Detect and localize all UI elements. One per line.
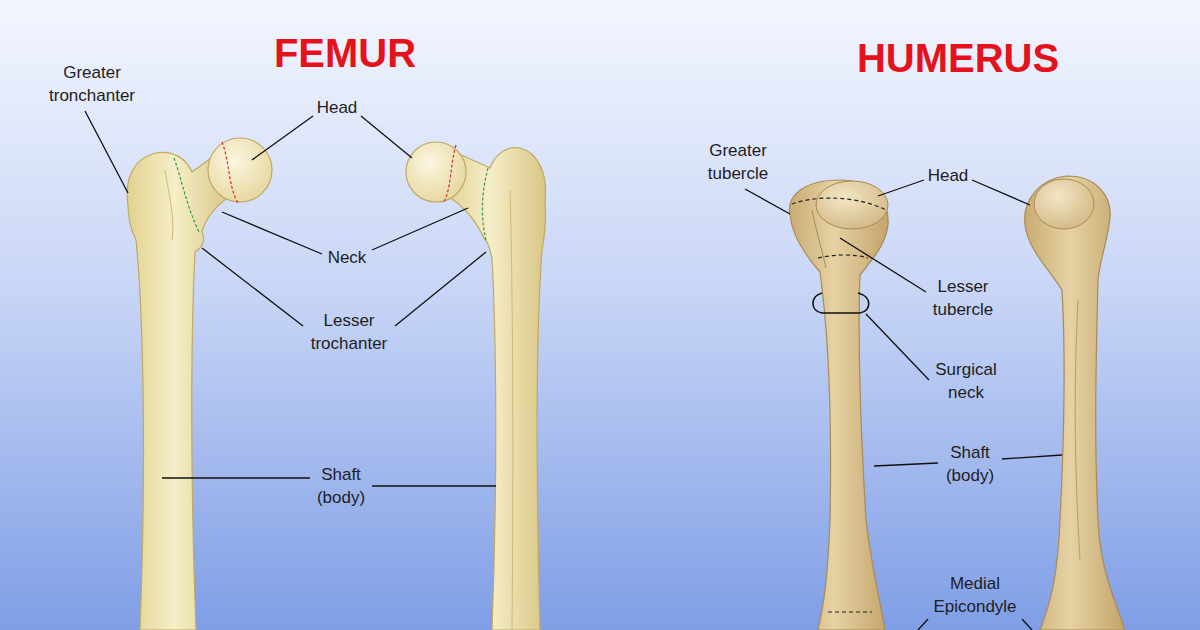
femur-posterior	[406, 142, 546, 630]
part-label: Head	[307, 96, 367, 119]
humerus-anterior	[789, 180, 888, 630]
leader-lines	[85, 111, 1062, 630]
femur-anterior	[127, 138, 272, 630]
part-label: Head	[918, 164, 978, 187]
surgical-neck-bracket	[813, 293, 869, 313]
part-label: Lesser tubercle	[918, 275, 1008, 321]
part-label: Neck	[317, 246, 377, 269]
humerus-posterior	[1025, 176, 1125, 630]
bone-title: FEMUR	[225, 30, 465, 76]
part-label: Greater tronchanter	[33, 61, 151, 107]
part-label: Lesser trochanter	[299, 309, 399, 355]
part-label: Medial Epicondyle	[920, 572, 1030, 618]
part-label: Greater tubercle	[693, 139, 783, 185]
part-label: Surgical neck	[921, 358, 1011, 404]
part-label: Shaft (body)	[306, 463, 376, 509]
bone-title: HUMERUS	[818, 35, 1098, 81]
part-label: Shaft (body)	[935, 441, 1005, 487]
